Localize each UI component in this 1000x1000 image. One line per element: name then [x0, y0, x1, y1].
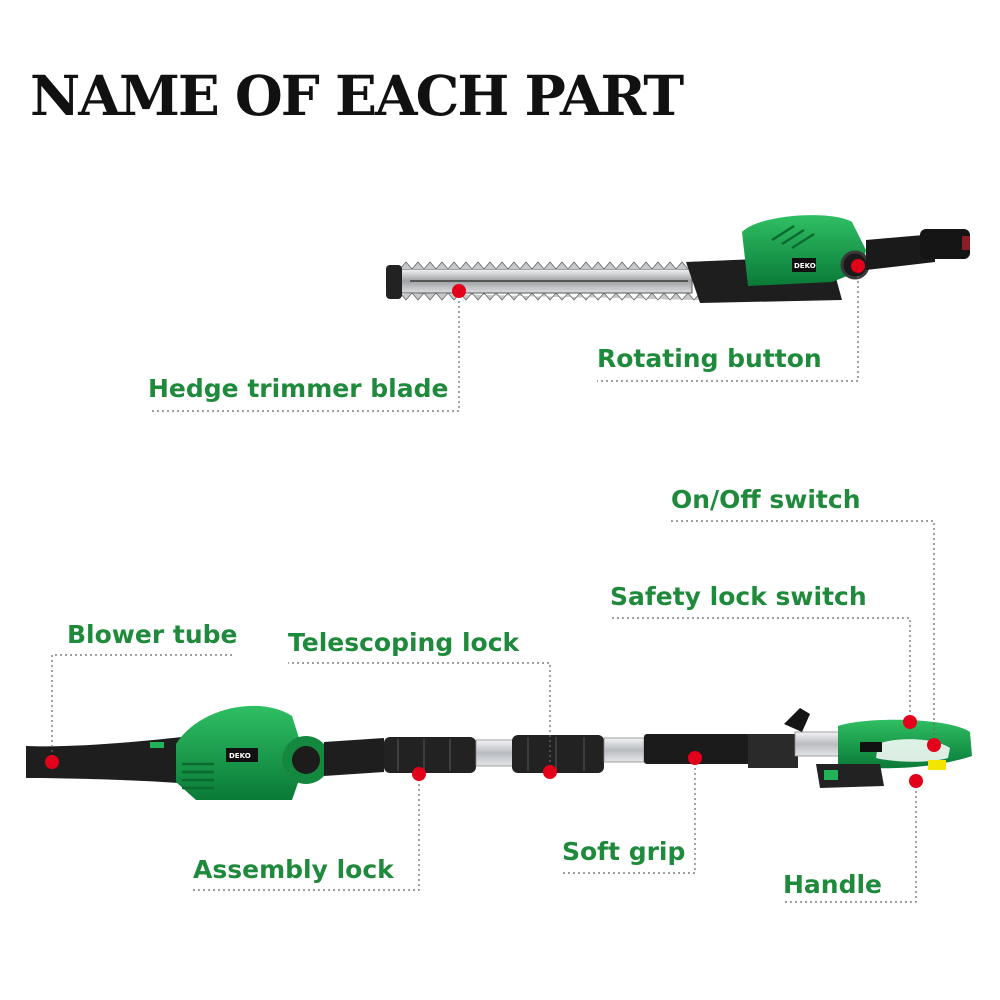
- hedge-trimmer-blade: [386, 262, 706, 300]
- leader-hedge-trimmer-blade: [150, 291, 459, 411]
- part-markers: [45, 259, 941, 788]
- marker-safety-lock-switch: [903, 715, 917, 729]
- marker-assembly-lock: [412, 767, 426, 781]
- marker-on-off-switch: [927, 738, 941, 752]
- pole-blower-tool: DEKO: [26, 706, 972, 800]
- brand-logo-bottom: DEKO: [229, 752, 251, 760]
- handle: [816, 720, 972, 788]
- marker-handle: [909, 774, 923, 788]
- marker-telescoping-lock: [543, 765, 557, 779]
- leader-soft-grip: [562, 758, 695, 873]
- assembly-lock: [384, 737, 476, 773]
- marker-hedge-trimmer-blade: [452, 284, 466, 298]
- leader-handle: [783, 781, 916, 902]
- marker-soft-grip: [688, 751, 702, 765]
- leader-lines: [52, 266, 934, 902]
- blower-head: DEKO: [176, 706, 330, 800]
- telescoping-lock: [512, 735, 604, 773]
- hedge-trimmer-attachment: DEKO: [386, 215, 970, 303]
- marker-rotating-button: [851, 259, 865, 273]
- marker-blower-tube: [45, 755, 59, 769]
- leader-safety-lock-switch: [610, 618, 910, 722]
- brand-logo-top: DEKO: [794, 262, 816, 270]
